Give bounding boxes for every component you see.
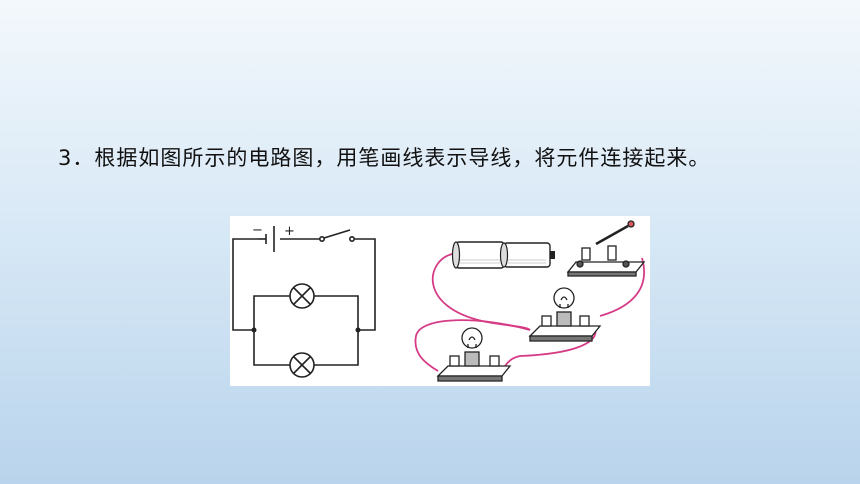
branch-lower-right bbox=[314, 330, 359, 366]
battery-plus-label: + bbox=[284, 224, 295, 239]
wire-right bbox=[352, 238, 376, 331]
switch-symbol bbox=[319, 229, 356, 242]
junction-right bbox=[355, 327, 361, 333]
battery-symbol bbox=[265, 226, 275, 252]
circuit-figure: − + bbox=[230, 216, 650, 386]
circuit-figure-svg: − + bbox=[232, 220, 646, 382]
lamp-board-lower bbox=[436, 327, 512, 382]
knife-switch bbox=[566, 220, 646, 277]
branch-upper-left bbox=[253, 295, 290, 330]
drawn-wire-2 bbox=[599, 257, 645, 317]
branch-lower-left bbox=[253, 330, 290, 366]
junction-left bbox=[251, 327, 257, 333]
lamp-symbol-upper bbox=[289, 283, 315, 309]
lamp-symbol-lower bbox=[289, 352, 315, 378]
circuit-schematic bbox=[232, 226, 376, 378]
battery-minus-label: − bbox=[252, 223, 263, 238]
lamp-board-upper bbox=[528, 287, 602, 342]
battery-cells bbox=[451, 241, 555, 269]
wire-left bbox=[232, 238, 258, 331]
question-text: 3．根据如图所示的电路图，用笔画线表示导线，将元件连接起来。 bbox=[58, 146, 711, 170]
branch-upper-right bbox=[314, 295, 359, 330]
drawn-wire-3 bbox=[414, 319, 531, 372]
